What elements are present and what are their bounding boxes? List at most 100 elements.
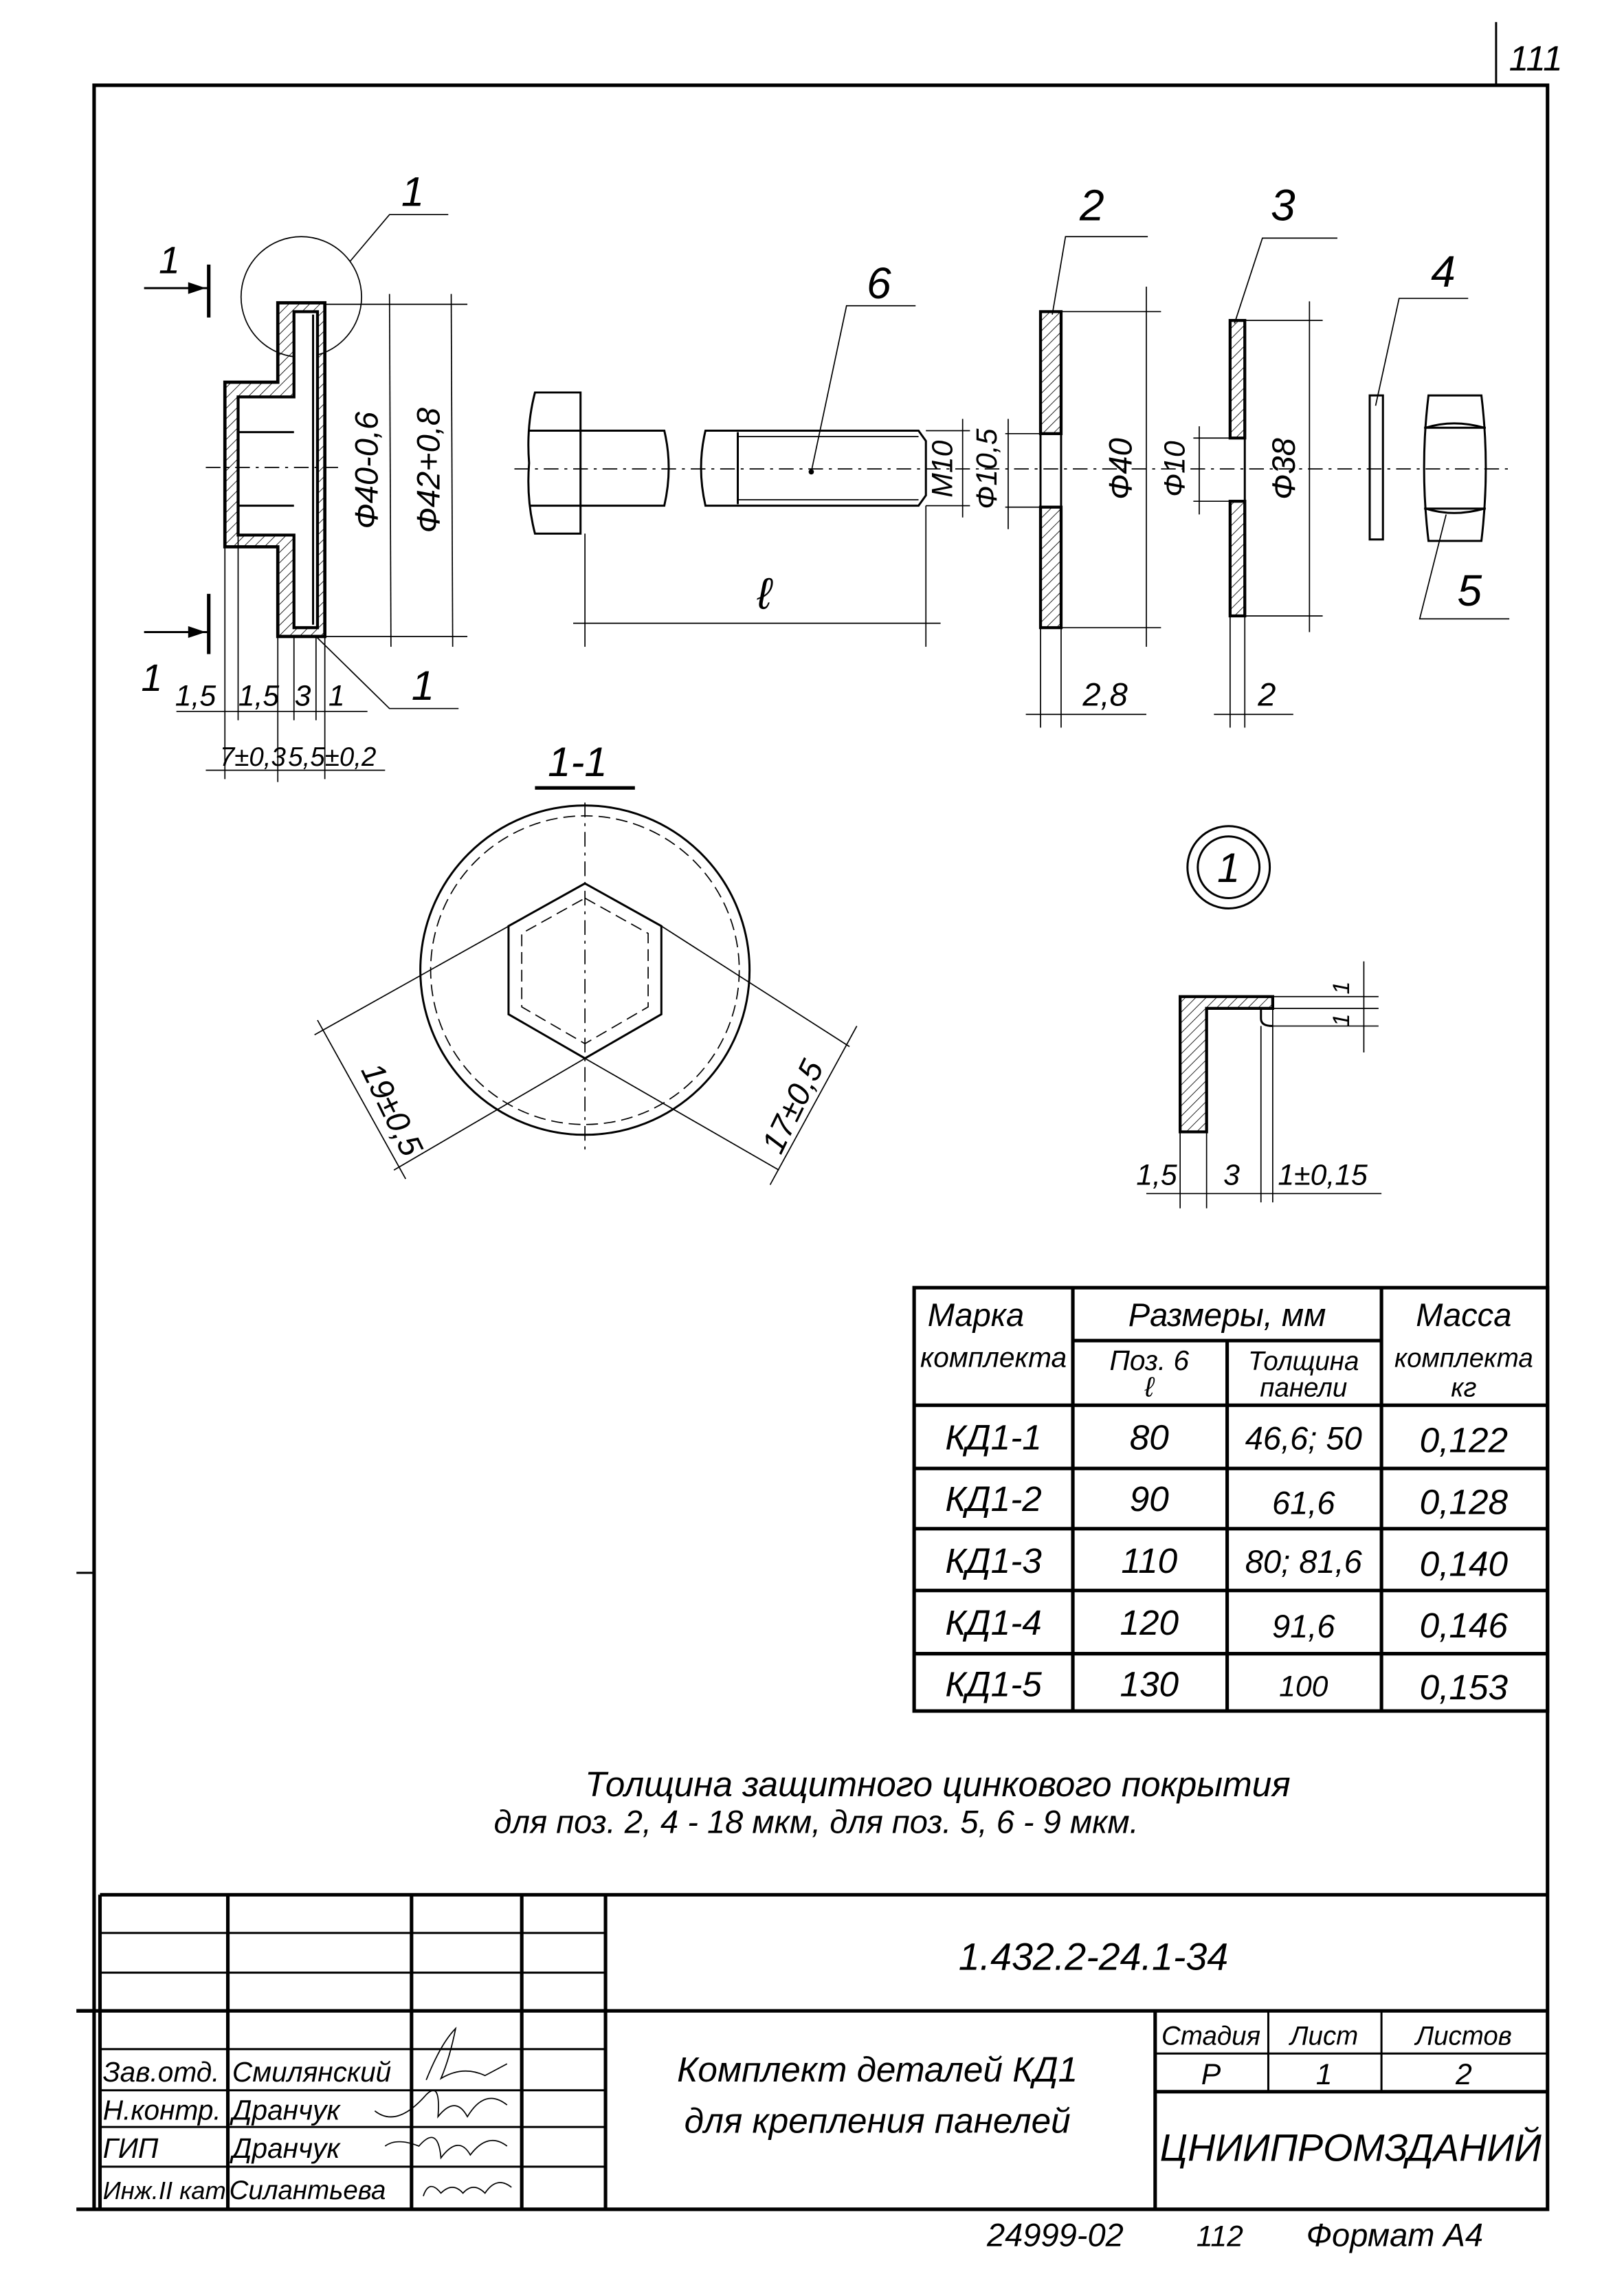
dim-detail-w1: 1,5 xyxy=(1136,1158,1177,1191)
dim-cap-total-b: 5,5±0,2 xyxy=(288,742,376,772)
archive-number: 24999-02 xyxy=(986,2216,1124,2253)
note-line-1: Толщина защитного цинкового покрытия xyxy=(585,1765,1291,1804)
washer-2-upper xyxy=(1038,310,1063,435)
washer-part-2: 2 Ф10,5 Ф40 2,8 xyxy=(970,181,1161,728)
cell-mass: 0,122 xyxy=(1420,1421,1508,1460)
staff-role: ГИП xyxy=(103,2132,159,2164)
cell-mark: КД1-4 xyxy=(945,1603,1042,1642)
signature-mark xyxy=(425,2027,508,2081)
cell-mass: 0,128 xyxy=(1420,1482,1509,1521)
cell-length: 130 xyxy=(1120,1665,1179,1704)
bolt-threaded-end xyxy=(700,430,927,507)
nut-body xyxy=(1423,394,1487,542)
sheets-value: 2 xyxy=(1455,2058,1472,2091)
header-pos6: ℓ xyxy=(1144,1371,1155,1402)
kit-table: Марка комплекта Размеры, мм Поз. 6 ℓ Тол… xyxy=(912,1285,1550,1713)
ext-line xyxy=(584,1057,779,1171)
ext-line xyxy=(660,925,850,1048)
staff-row: Н.контр. Дранчук xyxy=(103,2090,508,2126)
dim-line xyxy=(388,294,392,647)
callout-nut-5: 5 xyxy=(1458,566,1482,615)
table-row: КД1-2 90 61,6 0,128 xyxy=(945,1479,1508,1521)
cap-cavity xyxy=(236,310,320,630)
cell-panel: 100 xyxy=(1279,1670,1328,1703)
leader-line xyxy=(349,214,449,263)
leader-line xyxy=(810,305,916,472)
table-row: КД1-5 130 100 0,153 xyxy=(945,1665,1508,1707)
drawing-title: для крепления панелей xyxy=(685,2101,1071,2141)
staff-role: Зав.отд. xyxy=(103,2056,220,2088)
cell-panel: 80; 81,6 xyxy=(1245,1543,1363,1580)
footer-page: 112 xyxy=(1197,2220,1243,2253)
header-mass: Масса xyxy=(1416,1296,1511,1333)
detail-ref-outer-circle xyxy=(1186,825,1271,909)
dim-cap-w3: 3 xyxy=(295,679,311,712)
coating-note: Толщина защитного цинкового покрытия для… xyxy=(494,1765,1291,1840)
dim-detail-w2: 3 xyxy=(1223,1158,1240,1191)
dim-cap-total-a: 7±0,3 xyxy=(220,742,287,772)
table-row: КД1-3 110 80; 81,6 0,140 xyxy=(945,1541,1508,1583)
cell-mark: КД1-2 xyxy=(945,1479,1042,1519)
table-row: КД1-1 80 46,6; 50 0,122 xyxy=(945,1417,1508,1459)
detail-ref-inner-circle xyxy=(1197,835,1261,900)
leader-line xyxy=(1052,236,1148,315)
section-title: 1-1 xyxy=(548,739,608,785)
sheet-footer: 24999-02 112 Формат А4 xyxy=(986,2216,1483,2253)
cell-mark: КД1-5 xyxy=(945,1665,1042,1704)
cell-panel: 46,6; 50 xyxy=(1245,1420,1362,1456)
washer-3-lower xyxy=(1228,500,1247,618)
detail-rim xyxy=(1260,1008,1273,1028)
staff-name: Силантьева xyxy=(230,2176,386,2205)
header-mass: комплекта xyxy=(1394,1344,1533,1373)
dim-detail-w3: 1±0,15 xyxy=(1278,1158,1368,1191)
staff-row: Зав.отд. Смилянский xyxy=(103,2027,508,2088)
stage-value: Р xyxy=(1201,2058,1221,2091)
dim-line xyxy=(317,1019,406,1180)
dim-line xyxy=(769,1026,858,1185)
cell-mark: КД1-1 xyxy=(945,1417,1042,1457)
cell-length: 120 xyxy=(1120,1603,1179,1642)
dim-washer-2-hole: Ф10,5 xyxy=(970,428,1003,509)
dim-detail-h2: 1 xyxy=(1328,1013,1355,1026)
detail-ref-number: 1 xyxy=(1217,845,1240,891)
nut-face xyxy=(1425,422,1485,429)
washer-2-lower xyxy=(1038,505,1063,630)
dim-cap-inner-diameter: Ф40-0,6 xyxy=(348,411,385,529)
dim-washer-2-diameter: Ф40 xyxy=(1102,438,1139,500)
page-number: 111 xyxy=(1509,39,1563,78)
callout-washer-2: 2 xyxy=(1079,181,1104,230)
header-mark: Марка xyxy=(928,1296,1024,1333)
nut-face xyxy=(1425,507,1485,514)
cell-mass: 0,146 xyxy=(1420,1606,1509,1645)
bolt-shank xyxy=(580,430,670,507)
dim-bolt-thread: M10 xyxy=(926,440,959,497)
sheet-label: Лист xyxy=(1288,2021,1358,2051)
header-pos6: Поз. 6 xyxy=(1109,1345,1189,1376)
dim-washer-3-thickness: 2 xyxy=(1257,676,1276,712)
sheet-value: 1 xyxy=(1316,2058,1333,2091)
signature-mark xyxy=(384,2137,508,2160)
staff-row: ГИП Дранчук xyxy=(103,2132,508,2164)
cell-mass: 0,153 xyxy=(1420,1668,1509,1707)
document-code: 1.432.2-24.1-34 xyxy=(959,1935,1228,1978)
note-line-2: для поз. 2, 4 - 18 мкм, для поз. 5, 6 - … xyxy=(494,1804,1139,1840)
dim-washer-3-diameter: Ф38 xyxy=(1265,438,1302,500)
cell-length: 110 xyxy=(1121,1541,1177,1580)
leader-line xyxy=(315,636,459,709)
dim-line xyxy=(450,294,454,647)
cell-length: 90 xyxy=(1130,1479,1170,1519)
ext-line xyxy=(314,883,586,1036)
header-panel-thickness: Толщина xyxy=(1248,1347,1359,1376)
header-mark: комплекта xyxy=(920,1342,1067,1373)
table-row: КД1-4 120 91,6 0,146 xyxy=(945,1603,1508,1645)
arrowhead-icon xyxy=(188,626,206,639)
dim-washer-2-thickness: 2,8 xyxy=(1082,676,1127,712)
leader-line xyxy=(1419,514,1510,620)
bolt-part-6: 6 ℓ M10 xyxy=(514,258,1514,647)
ext-line xyxy=(393,1057,586,1171)
washer-3-upper xyxy=(1228,319,1247,440)
staff-name: Дранчук xyxy=(230,2094,341,2126)
cell-mark: КД1-3 xyxy=(945,1541,1042,1580)
staff-role: Н.контр. xyxy=(103,2094,221,2126)
staff-name: Дранчук xyxy=(230,2132,341,2164)
